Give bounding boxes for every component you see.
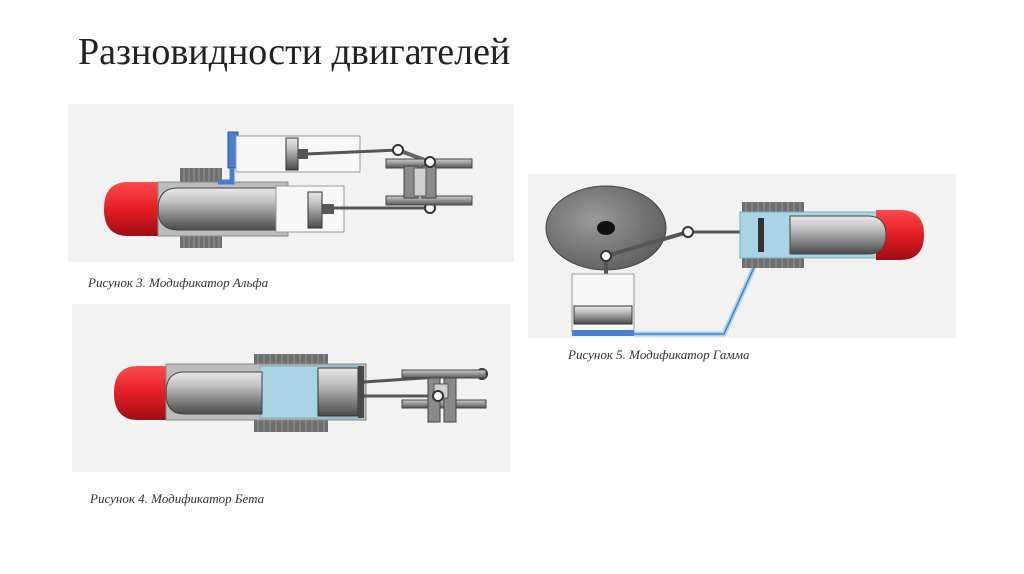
- beta-engine-drawing: [114, 354, 488, 432]
- alpha-engine-drawing: [104, 131, 473, 248]
- alpha-caption: Рисунок 3. Модификатор Альфа: [88, 275, 269, 290]
- beta-caption: Рисунок 4. Модификатор Бета: [90, 491, 265, 506]
- gamma-engine-drawing: [545, 185, 924, 337]
- gamma-caption: Рисунок 5. Модификатор Гамма: [568, 347, 750, 362]
- beta-engine-diagram: [72, 304, 510, 472]
- alpha-engine-diagram: [68, 104, 514, 262]
- gamma-engine-diagram: [528, 174, 956, 338]
- page-title: Разновидности двигателей: [78, 31, 511, 73]
